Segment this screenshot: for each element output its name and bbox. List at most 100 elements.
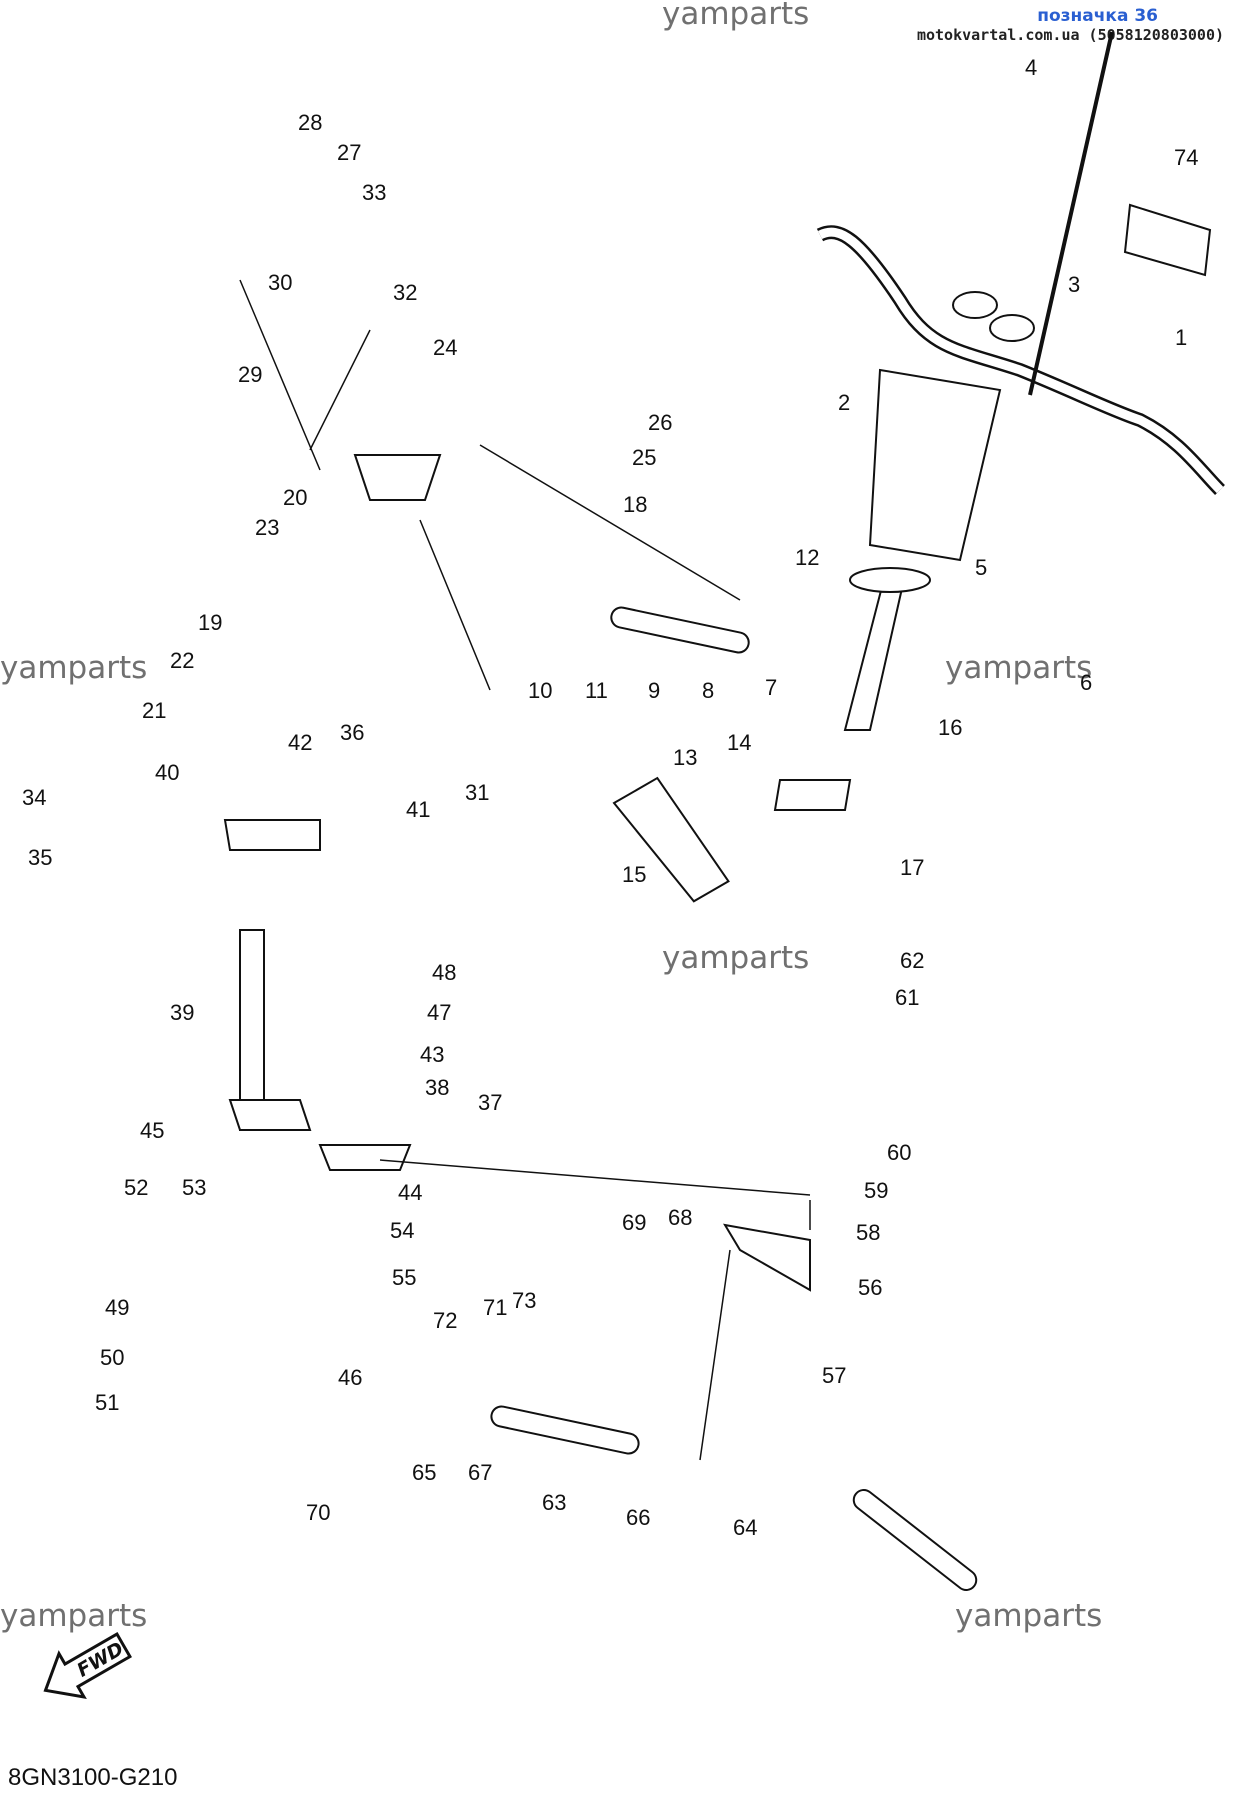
part-label-29: 29 [238,362,262,387]
part-label-31: 31 [465,780,489,805]
link-plate [610,606,750,654]
part-label-68: 68 [668,1205,692,1230]
part-label-33: 33 [362,180,386,205]
part-label-35: 35 [28,845,52,870]
part-label-6: 6 [1080,670,1092,695]
tie-rod [490,1405,640,1455]
part-label-42: 42 [288,730,312,755]
part-label-1: 1 [1175,325,1187,350]
part-label-34: 34 [22,785,46,810]
part-label-38: 38 [425,1075,449,1100]
part-label-24: 24 [433,335,457,360]
part-label-23: 23 [255,515,279,540]
relay-arm [318,1144,412,1171]
part-label-73: 73 [512,1288,536,1313]
flange [849,567,931,593]
part-label-25: 25 [632,445,656,470]
part-label-27: 27 [337,140,361,165]
part-label-41: 41 [406,797,430,822]
part-label-32: 32 [393,280,417,305]
part-label-58: 58 [856,1220,880,1245]
part-label-18: 18 [623,492,647,517]
watermark: yamparts [662,940,810,976]
page-label: позначка 36 [1037,6,1158,26]
part-label-40: 40 [155,760,179,785]
part-label-59: 59 [864,1178,888,1203]
part-label-30: 30 [268,270,292,295]
part-label-16: 16 [938,715,962,740]
part-label-37: 37 [478,1090,502,1115]
part-label-21: 21 [142,698,166,723]
part-label-47: 47 [427,1000,451,1025]
part-label-62: 62 [900,948,924,973]
part-label-26: 26 [648,410,672,435]
part-label-10: 10 [528,678,552,703]
watermark: yamparts [0,650,148,686]
part-label-9: 9 [648,678,660,703]
part-label-46: 46 [338,1365,362,1390]
part-label-28: 28 [298,110,322,135]
part-label-54: 54 [390,1218,414,1243]
handlebar-holder [989,314,1035,342]
part-label-74: 74 [1174,145,1198,170]
tie-plate [612,776,730,903]
upper-bracket [353,454,442,501]
part-label-50: 50 [100,1345,124,1370]
part-label-61: 61 [895,985,919,1010]
part-label-64: 64 [733,1515,757,1540]
lower-steering-shaft [239,929,265,1131]
part-label-45: 45 [140,1118,164,1143]
pitman-arm [773,779,852,811]
long-bolt [1028,31,1114,396]
part-label-36: 36 [340,720,364,745]
part-label-5: 5 [975,555,987,580]
part-label-19: 19 [198,610,222,635]
part-label-17: 17 [900,855,924,880]
part-label-12: 12 [795,545,819,570]
part-label-57: 57 [822,1363,846,1388]
pivot-arm [223,819,321,851]
part-label-66: 66 [626,1505,650,1530]
tie-rod [852,1488,978,1592]
part-label-44: 44 [398,1180,422,1205]
diagram-code: 8GN3100-G210 [8,1764,178,1791]
part-label-7: 7 [765,675,777,700]
part-label-4: 4 [1025,55,1037,80]
part-label-43: 43 [420,1042,444,1067]
watermark: yamparts [662,0,810,32]
part-label-69: 69 [622,1210,646,1235]
part-label-11: 11 [585,678,608,703]
part-label-70: 70 [306,1500,330,1525]
part-label-60: 60 [887,1140,911,1165]
part-label-48: 48 [432,960,456,985]
part-label-56: 56 [858,1275,882,1300]
part-label-53: 53 [182,1175,206,1200]
part-label-67: 67 [468,1460,492,1485]
steering-column-tube [868,368,1002,562]
part-label-51: 51 [95,1390,119,1415]
watermark: yamparts [955,1598,1103,1634]
part-label-39: 39 [170,1000,194,1025]
part-label-15: 15 [622,862,646,887]
part-label-2: 2 [838,390,850,415]
steering-shaft [843,574,907,731]
handlebar-holder [952,291,998,319]
part-label-20: 20 [283,485,307,510]
cover-cap [1123,203,1212,277]
watermark: yamparts [945,650,1093,686]
part-label-65: 65 [412,1460,436,1485]
fwd-arrow: FWD [43,1632,132,1699]
part-label-22: 22 [170,648,194,673]
part-label-14: 14 [727,730,751,755]
site-caption[interactable]: motokvartal.com.ua (5058120803000) [916,26,1224,44]
part-label-13: 13 [673,745,697,770]
idler-arm [723,1223,811,1292]
part-label-49: 49 [105,1295,129,1320]
watermark: yamparts [0,1598,148,1634]
part-label-72: 72 [433,1308,457,1333]
part-label-63: 63 [542,1490,566,1515]
part-label-3: 3 [1068,272,1080,297]
part-label-52: 52 [124,1175,148,1200]
